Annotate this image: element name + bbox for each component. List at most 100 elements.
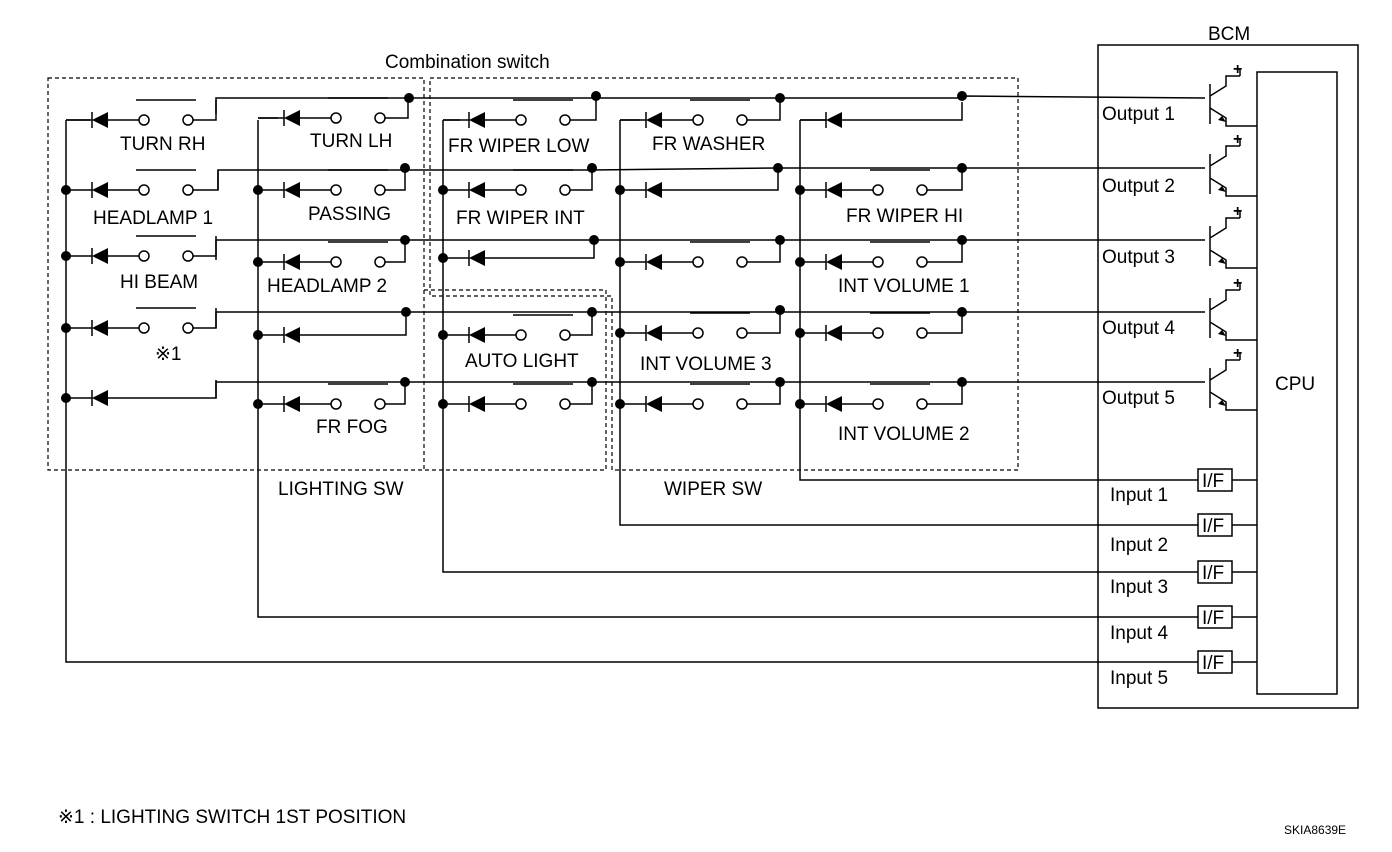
diode-icon	[469, 396, 485, 412]
contact-icon	[736, 114, 748, 126]
contact-icon	[182, 322, 194, 334]
transistor-emitter	[1209, 391, 1257, 411]
contact-icon	[916, 327, 928, 339]
junction-node	[438, 399, 448, 409]
contact-icon	[559, 114, 571, 126]
diode-icon	[92, 248, 108, 264]
contact-icon	[559, 329, 571, 341]
contact-icon	[182, 184, 194, 196]
if-box: I/F	[1197, 468, 1257, 492]
auto-light-2-switch	[443, 383, 593, 412]
contact-icon	[916, 184, 928, 196]
diode-icon	[284, 254, 300, 270]
contact-icon	[692, 398, 704, 410]
fr-wiper-low-switch	[443, 99, 597, 128]
transistor-icon: +	[1209, 203, 1257, 269]
diode-icon	[826, 396, 842, 412]
transistor-emitter	[1209, 107, 1257, 127]
contact-icon	[559, 184, 571, 196]
transistor-icon: +	[1209, 275, 1257, 341]
int-volume-3-label: INT VOLUME 3	[640, 354, 772, 375]
fr-wiper-low-label: FR WIPER LOW	[448, 136, 590, 157]
contact-icon	[515, 398, 527, 410]
contact-icon	[736, 327, 748, 339]
contact-icon	[515, 329, 527, 341]
contact-icon	[138, 184, 150, 196]
junction-node	[795, 328, 805, 338]
int-volume-3-switch	[620, 312, 781, 341]
wire	[485, 240, 595, 259]
position-2-switch	[66, 380, 217, 406]
wire	[747, 313, 781, 334]
junction-node	[438, 253, 448, 263]
fr-washer-label: FR WASHER	[652, 134, 765, 155]
junction-node	[795, 399, 805, 409]
transistor-emitter	[1209, 177, 1257, 197]
lighting-sw-label: LIGHTING SW	[278, 479, 404, 500]
transistor-collector	[1209, 145, 1240, 167]
turn-lh-label: TURN LH	[310, 131, 392, 152]
contact-icon	[515, 184, 527, 196]
wire	[193, 170, 219, 191]
contact-icon	[330, 398, 342, 410]
contact-icon	[330, 256, 342, 268]
wire	[570, 315, 593, 336]
input-5-label: Input 5	[1110, 668, 1168, 689]
auto-light-switch	[443, 314, 593, 343]
junction-node	[587, 307, 597, 317]
wiper-col4-row3	[620, 241, 781, 270]
int-volume-1-switch	[800, 241, 963, 270]
contact-icon	[916, 398, 928, 410]
junction-node	[253, 257, 263, 267]
junction-nodes	[61, 91, 967, 409]
diode-icon	[646, 182, 662, 198]
emitter-arrow	[1218, 258, 1226, 264]
wire	[108, 380, 217, 399]
junction-node	[401, 307, 411, 317]
wire	[385, 98, 409, 119]
contact-icon	[330, 112, 342, 124]
junction-node	[400, 235, 410, 245]
hi-beam-switch	[66, 235, 217, 264]
junction-node	[775, 377, 785, 387]
input-1-label: Input 1	[1110, 485, 1168, 506]
junction-node	[591, 91, 601, 101]
fr-fog-switch	[258, 383, 406, 412]
diode-icon	[284, 327, 300, 343]
wire	[662, 172, 779, 191]
wire	[385, 384, 406, 405]
junction-node	[775, 305, 785, 315]
junction-node	[957, 91, 967, 101]
fr-wiper-int-label: FR WIPER INT	[456, 208, 585, 229]
diode-icon	[469, 112, 485, 128]
if-box: I/F	[1197, 605, 1257, 629]
if-box-label: I/F	[1202, 471, 1224, 492]
junction-node	[957, 377, 967, 387]
combination-switch-title: Combination switch	[385, 52, 550, 73]
junction-node	[957, 307, 967, 317]
plus-sign: +	[1233, 61, 1242, 78]
junction-node	[438, 185, 448, 195]
junction-node	[615, 185, 625, 195]
diode-icon	[646, 112, 662, 128]
int-volume-2-label: INT VOLUME 2	[838, 424, 970, 445]
diode-icon	[92, 320, 108, 336]
wiper-col5-row1	[800, 102, 963, 128]
wire	[193, 308, 217, 329]
wire	[842, 102, 963, 121]
diode-icon	[284, 182, 300, 198]
position-1-label: ※1	[155, 344, 182, 365]
hi-beam-label: HI BEAM	[120, 272, 198, 293]
cpu-label: CPU	[1275, 374, 1315, 395]
diode-icon	[92, 182, 108, 198]
contact-icon	[692, 114, 704, 126]
passing-switch	[258, 169, 406, 198]
junction-node	[253, 330, 263, 340]
contact-icon	[182, 250, 194, 262]
diode-icon	[469, 182, 485, 198]
junction-node	[61, 251, 71, 261]
junction-node	[400, 163, 410, 173]
wire	[927, 313, 963, 334]
if-box: I/F	[1197, 513, 1257, 537]
diode-icon	[826, 254, 842, 270]
